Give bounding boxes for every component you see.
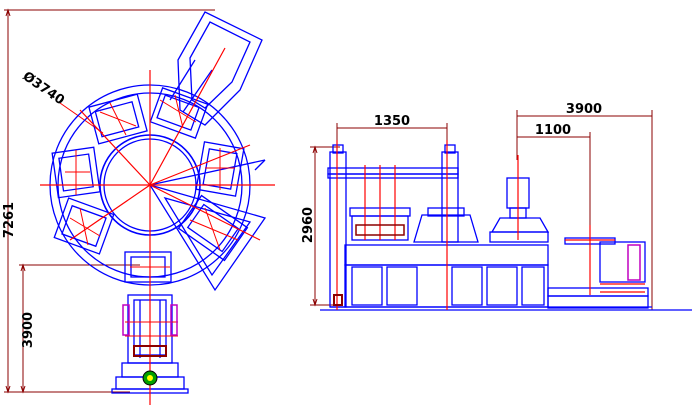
left-centerlines: [40, 47, 275, 405]
total-height-label: 7261: [2, 202, 17, 238]
side-height-label: 2960: [301, 207, 316, 243]
width-1350-label: 1350: [374, 114, 410, 129]
right-dimension-lines: [310, 110, 653, 310]
side-elevation: [320, 144, 692, 311]
lower-height-label: 3900: [21, 312, 36, 348]
diameter-label: Ø3740: [20, 69, 67, 108]
width-3900-label: 3900: [566, 102, 602, 117]
width-1100-label: 1100: [535, 123, 571, 138]
pedestal-accents: [122, 304, 178, 386]
side-centerlines: [336, 140, 645, 310]
sector-wedge: [148, 159, 267, 292]
upper-arm: [169, 11, 263, 126]
side-accents: [333, 224, 641, 306]
left-dimension-lines: [4, 8, 215, 394]
station-crosshairs: [65, 94, 239, 337]
